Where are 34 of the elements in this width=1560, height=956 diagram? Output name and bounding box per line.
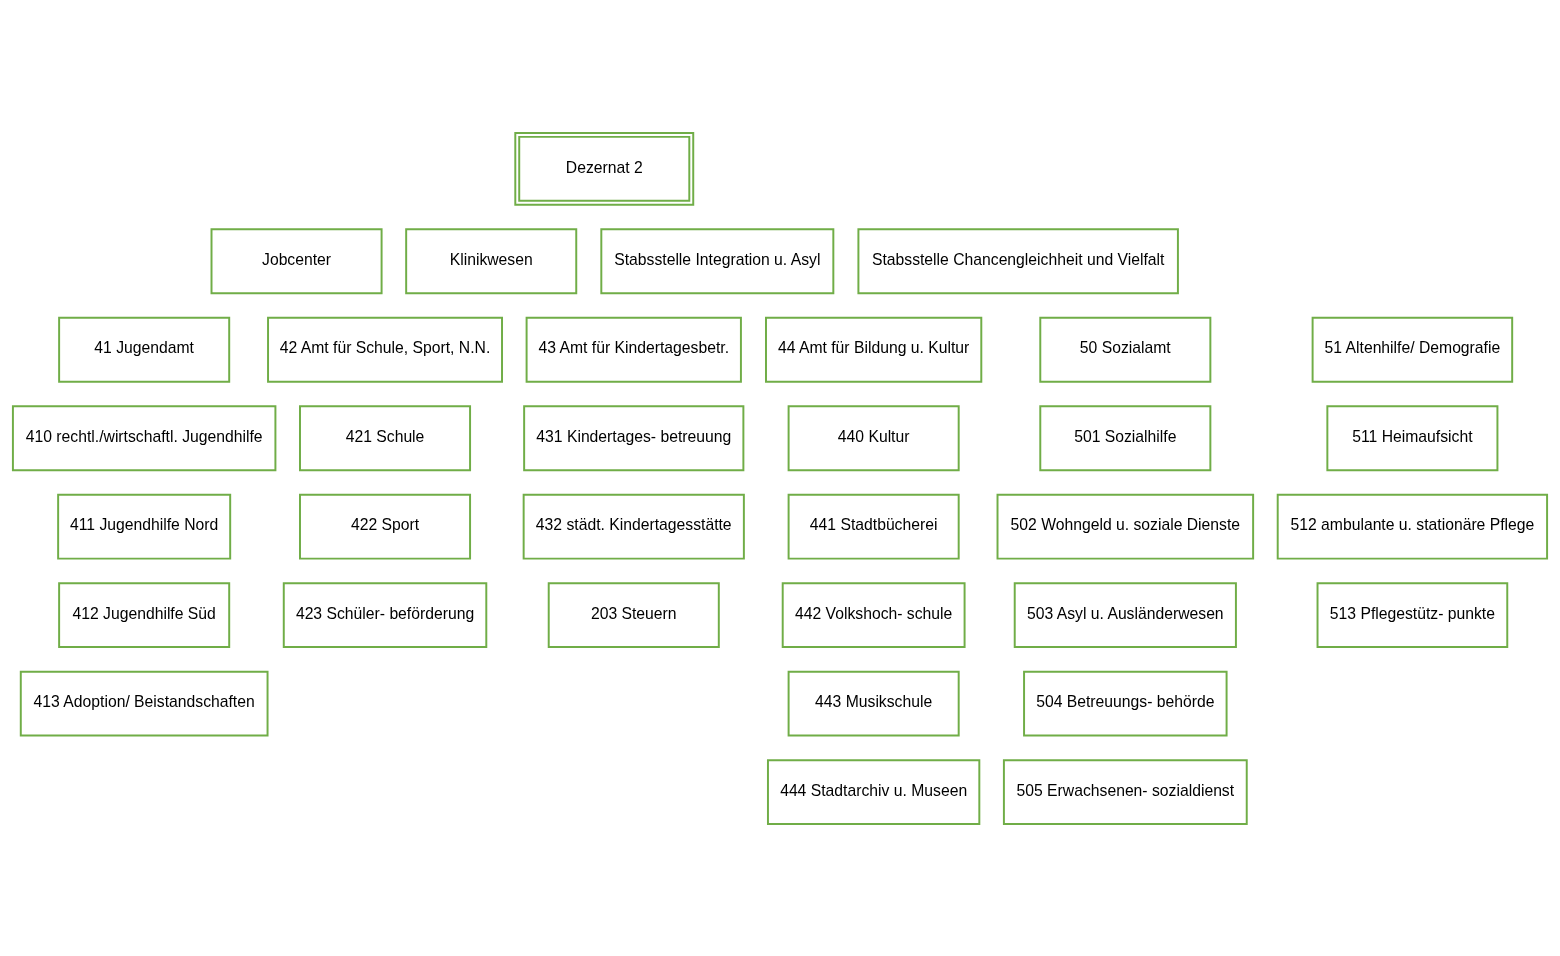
- node-box: 50 Sozialamt: [1039, 316, 1212, 383]
- node-box: 442 Volkshoch- schule: [781, 581, 966, 648]
- node-box: 422 Sport: [299, 493, 472, 560]
- node-box: 203 Steuern: [547, 581, 720, 648]
- node-box: 441 Stadtbücherei: [787, 493, 960, 560]
- node-box: 504 Betreuungs- behörde: [1023, 670, 1228, 737]
- node-box: 505 Erwachsenen- sozialdienst: [1002, 758, 1248, 825]
- node-box: 43 Amt für Kindertagesbetr.: [525, 316, 742, 383]
- node-box: Stabsstelle Chancengleichheit und Vielfalt: [857, 227, 1179, 294]
- node-box: 502 Wohngeld u. soziale Dienste: [996, 493, 1255, 560]
- node-box: Jobcenter: [210, 227, 383, 294]
- node-box: 413 Adoption/ Beistandschaften: [19, 670, 269, 737]
- node-box: 410 rechtl./wirtschaftl. Jugendhilfe: [11, 404, 277, 471]
- node-box: 513 Pflegestütz- punkte: [1316, 581, 1509, 648]
- node-box: 44 Amt für Bildung u. Kultur: [765, 316, 983, 383]
- node-box: Stabsstelle Integration u. Asyl: [600, 227, 835, 294]
- node-box: 511 Heimaufsicht: [1326, 404, 1499, 471]
- node-box: 41 Jugendamt: [58, 316, 231, 383]
- node-box: 501 Sozialhilfe: [1039, 404, 1212, 471]
- node-box: 412 Jugendhilfe Süd: [58, 581, 231, 648]
- node-box: 432 städt. Kindertagesstätte: [522, 493, 745, 560]
- node-box: 503 Asyl u. Ausländerwesen: [1013, 581, 1237, 648]
- node-box: 51 Altenhilfe/ Demografie: [1311, 316, 1514, 383]
- node-box: 423 Schüler- beförderung: [282, 581, 488, 648]
- node-box: 42 Amt für Schule, Sport, N.N.: [267, 316, 503, 383]
- node-box: Klinikwesen: [405, 227, 578, 294]
- node-box: Dezernat 2: [514, 131, 695, 206]
- node-box: 443 Musikschule: [787, 670, 960, 737]
- node-box: 444 Stadtarchiv u. Museen: [766, 758, 981, 825]
- node-box: 512 ambulante u. stationäre Pflege: [1276, 493, 1549, 560]
- node-box: 411 Jugendhilfe Nord: [57, 493, 232, 560]
- node-box: 440 Kultur: [787, 404, 960, 471]
- node-box: 421 Schule: [299, 404, 472, 471]
- node-box: 431 Kindertages- betreuung: [523, 404, 745, 471]
